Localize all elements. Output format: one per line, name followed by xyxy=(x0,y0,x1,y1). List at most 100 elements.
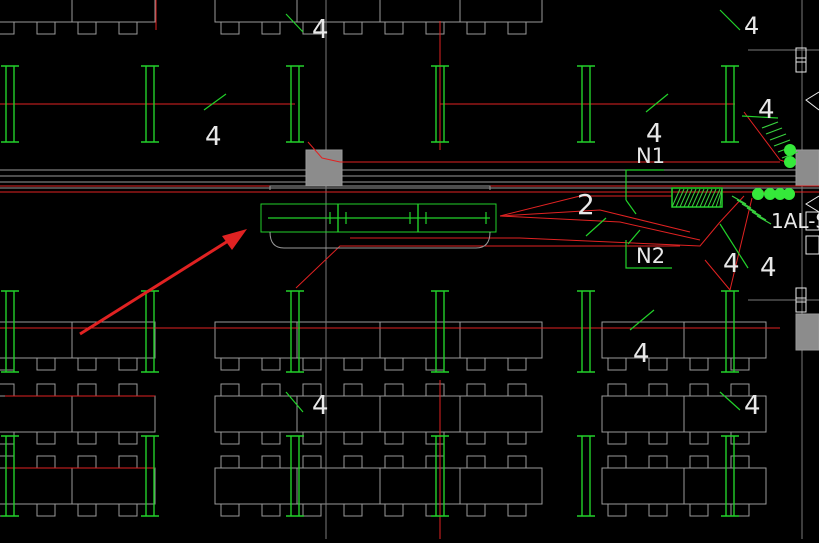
chair-tab xyxy=(507,357,527,371)
green-support-columns xyxy=(1,9,779,517)
hatched-junction-box-icon xyxy=(671,188,723,208)
chair-tab xyxy=(466,455,486,469)
chair-tab xyxy=(220,357,240,371)
chair-tab xyxy=(466,21,486,35)
panel-terminal xyxy=(795,47,807,63)
column-block xyxy=(795,313,819,351)
chair-tab xyxy=(36,431,56,445)
chair-tab xyxy=(384,357,404,371)
red-cable-run xyxy=(350,221,721,247)
chair-tab xyxy=(77,357,97,371)
chair-tab xyxy=(648,431,668,445)
chair-tab xyxy=(507,455,527,469)
red-pointer-arrow xyxy=(79,229,247,336)
hatch-stroke xyxy=(671,188,681,208)
chair-tab xyxy=(302,357,322,371)
chair-tab xyxy=(302,21,322,35)
chair-tab xyxy=(220,21,240,35)
panel-hatch-mark xyxy=(769,133,787,141)
chair-tab xyxy=(425,383,445,397)
chair-tab xyxy=(466,357,486,371)
label-circuit-n2: N2 xyxy=(636,244,665,268)
green-junction-dot-icon xyxy=(783,188,795,200)
chair-tab xyxy=(302,503,322,517)
chair-tab xyxy=(384,455,404,469)
chair-tab xyxy=(343,431,363,445)
chair-tab xyxy=(343,503,363,517)
label-leader-line xyxy=(203,93,227,111)
label-leader-line xyxy=(585,217,607,237)
hatch-stroke xyxy=(719,188,723,208)
cable-tray-hood xyxy=(269,231,491,249)
label-leader-line xyxy=(285,13,304,33)
green-junction-dot-icon xyxy=(764,188,776,200)
hatch-stroke xyxy=(715,188,723,208)
chair-tab xyxy=(384,431,404,445)
hatch-stroke xyxy=(687,188,697,208)
label-circuit-n1: N1 xyxy=(636,144,665,168)
chair-tab xyxy=(730,503,750,517)
desk-row xyxy=(214,0,543,23)
chair-tab xyxy=(261,357,281,371)
label-4-top-mid: 4 xyxy=(312,15,329,45)
chair-tab xyxy=(261,455,281,469)
label-leader-line xyxy=(719,9,741,31)
chair-tab xyxy=(118,21,138,35)
chair-tab xyxy=(77,21,97,35)
hatch-stroke xyxy=(703,188,713,208)
green-junction-dot-icon xyxy=(784,144,796,156)
chair-tab xyxy=(507,503,527,517)
panel-hatch-mark xyxy=(746,207,762,217)
chair-tab xyxy=(77,431,97,445)
chair-tab xyxy=(302,455,322,469)
cable-tray-unit[interactable] xyxy=(260,185,497,249)
chair-tab xyxy=(648,383,668,397)
chair-tab xyxy=(302,431,322,445)
chair-tab xyxy=(466,383,486,397)
label-leader-line xyxy=(719,391,741,411)
label-4-right-n2: 4 xyxy=(760,253,777,283)
workstation-rows xyxy=(0,0,767,517)
green-junction-dot-icon xyxy=(774,188,786,200)
chair-tab xyxy=(507,21,527,35)
red-cable-run xyxy=(295,245,680,289)
label-leader-line xyxy=(645,93,669,113)
hatch-stroke xyxy=(695,188,705,208)
chair-tab xyxy=(118,503,138,517)
panel-hatch-mark xyxy=(761,121,779,129)
panel-terminal xyxy=(795,297,807,313)
red-cable-run xyxy=(704,197,753,292)
chair-tab xyxy=(607,503,627,517)
hatch-stroke xyxy=(679,188,689,208)
green-junction-dot-icon xyxy=(784,156,796,168)
panel-terminal xyxy=(805,211,819,231)
chair-tab xyxy=(118,431,138,445)
chair-tab xyxy=(607,455,627,469)
label-4-lower-mid: 4 xyxy=(312,391,329,421)
callout-leader xyxy=(719,223,749,269)
chair-tab xyxy=(730,357,750,371)
column-block xyxy=(795,149,819,187)
chair-tab xyxy=(730,455,750,469)
panel-terminal xyxy=(805,235,819,255)
callout-frame-n1 xyxy=(625,169,664,200)
chair-tab xyxy=(384,503,404,517)
hatched-junction-box[interactable] xyxy=(671,187,723,208)
chair-tab xyxy=(343,455,363,469)
cable-tray-outline xyxy=(260,203,497,233)
desk-row xyxy=(214,395,543,433)
chair-tab xyxy=(261,21,281,35)
panel-hatch-mark xyxy=(765,127,783,135)
chair-tab xyxy=(689,383,709,397)
hatched-junction-box-outline xyxy=(671,187,723,208)
chair-tab xyxy=(466,431,486,445)
label-4-upper-center: 4 xyxy=(646,119,663,149)
chair-tab xyxy=(261,383,281,397)
chair-tab xyxy=(607,431,627,445)
label-panel-1al: 1AL-S xyxy=(771,209,819,233)
chair-tab xyxy=(507,383,527,397)
chair-tab xyxy=(730,431,750,445)
